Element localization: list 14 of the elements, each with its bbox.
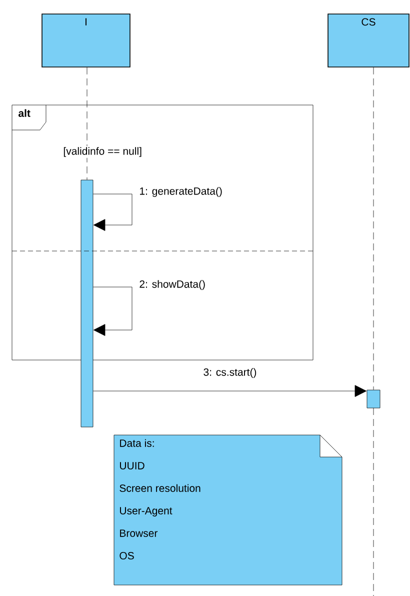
lifeline: [373, 67, 374, 390]
lifeline-box: I: [42, 14, 130, 68]
note-box: Data is: UUID Screen resolution User-Agent Browser OS: [114, 434, 342, 586]
guard-condition: [validinfo == null]: [62, 146, 143, 158]
message-arrow: [93, 194, 132, 231]
activation-bar: [80, 180, 94, 428]
message-label: 3: cs.start(): [202, 367, 258, 379]
activation-bar: [366, 390, 380, 408]
message-arrow: [93, 286, 132, 336]
lifeline: [86, 67, 88, 180]
message-label: 2: showData(): [138, 279, 207, 291]
message-label: 1: generateData(): [138, 186, 224, 198]
message-arrow: [93, 385, 367, 397]
lifeline-box: CS: [328, 14, 410, 68]
